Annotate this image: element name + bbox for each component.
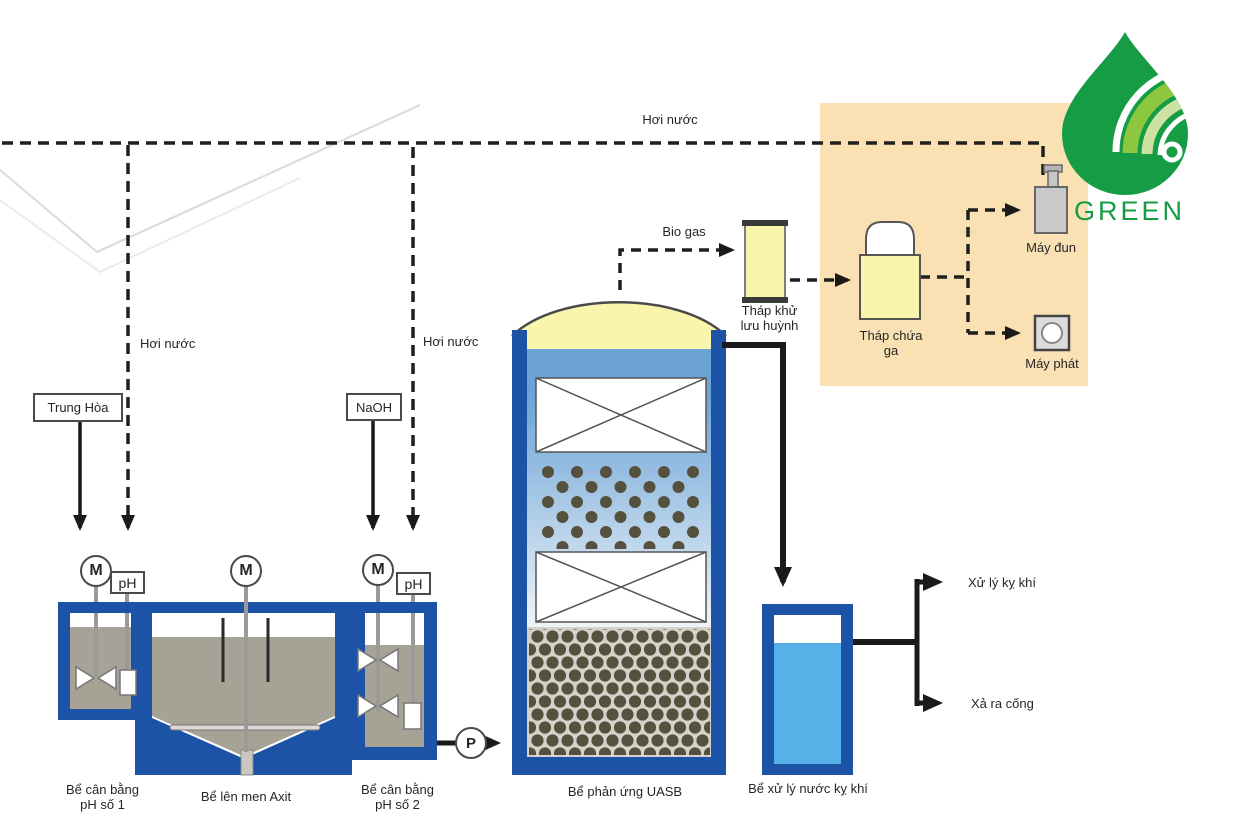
gas-dome	[511, 301, 727, 337]
gas-storage-tower	[859, 221, 921, 320]
ph-balance-tank-1	[58, 602, 143, 720]
steam-right-label: Hơi nước	[423, 334, 479, 349]
propeller-icon	[75, 665, 117, 691]
green-logo	[1062, 32, 1188, 195]
effluent-lines	[853, 573, 943, 712]
boiler-label: Máy đun	[1026, 240, 1076, 255]
gas-tower-label-line1: Tháp chứa	[859, 328, 923, 343]
ph-meter-icon: pH	[396, 572, 431, 595]
sulfur-removal-tower	[742, 220, 788, 303]
mixer-motor-icon: M	[230, 555, 262, 587]
tank1-label: Bể cân bằng pH số 1	[50, 782, 155, 812]
boiler-icon	[1034, 164, 1068, 234]
uasb-reactor	[511, 301, 727, 775]
generator-icon	[1033, 314, 1071, 352]
mixer-motor-icon: M	[362, 554, 394, 586]
acid-fermentation-tank	[135, 585, 352, 776]
mixer-motor-icon: M	[80, 555, 112, 587]
tank1-label-line1: Bể cân bằng	[65, 782, 139, 797]
pump-icon: P	[455, 727, 487, 759]
treated-water-tank	[762, 604, 853, 775]
propeller-icon	[357, 647, 399, 719]
ph-balance-tank-2	[352, 602, 437, 760]
sulfur-tower-label: Tháp khử lưu huỳnh	[727, 303, 812, 333]
uasb-label: Bể phản ứng UASB	[567, 784, 683, 799]
tank2-label: Bể lên men Axit	[200, 789, 292, 804]
ph-probe-icon	[403, 702, 422, 730]
biogas-label: Bio gas	[662, 224, 706, 239]
packing-module	[535, 551, 707, 623]
tank1-label-line2: pH số 1	[80, 797, 125, 812]
gas-tower-label: Tháp chứa ga	[853, 328, 929, 358]
dosing-arrows	[73, 418, 380, 531]
tank3-label-line2: pH số 2	[375, 797, 420, 812]
sulfur-tower-label-line1: Tháp khử	[741, 303, 798, 318]
sludge-bed	[529, 629, 710, 755]
neutralizer-dosing-box: Trung Hòa	[33, 393, 123, 422]
generator-label: Máy phát	[1025, 356, 1079, 371]
steam-line-network	[2, 141, 1045, 531]
naoh-dosing-box: NaOH	[346, 393, 402, 421]
ph-probe-icon	[119, 669, 137, 696]
treated-tank-label: Bể xử lý nước kỵ khí	[748, 781, 868, 796]
gas-connectors	[790, 203, 1021, 340]
gas-tower-label-line2: ga	[883, 343, 899, 358]
uasb-outlet-line	[722, 342, 792, 587]
logo-wordmark: GREEN	[1074, 196, 1186, 226]
tank3-label: Bể cân bằng pH số 2	[345, 782, 450, 812]
background-watermark	[0, 104, 421, 274]
steam-left-label: Hơi nước	[140, 336, 196, 351]
granule-blanket	[540, 464, 701, 549]
tank3-label-line1: Bể cân bằng	[360, 782, 434, 797]
settler-module	[535, 377, 707, 453]
outlet-bottom-label: Xả ra cống	[971, 696, 1034, 711]
outlet-top-label: Xử lý kỵ khí	[968, 575, 1036, 590]
ph-meter-icon: pH	[110, 571, 145, 594]
sulfur-tower-label-line2: lưu huỳnh	[740, 318, 799, 333]
biogas-line	[618, 243, 735, 290]
steam-top-label: Hơi nước	[642, 112, 698, 127]
